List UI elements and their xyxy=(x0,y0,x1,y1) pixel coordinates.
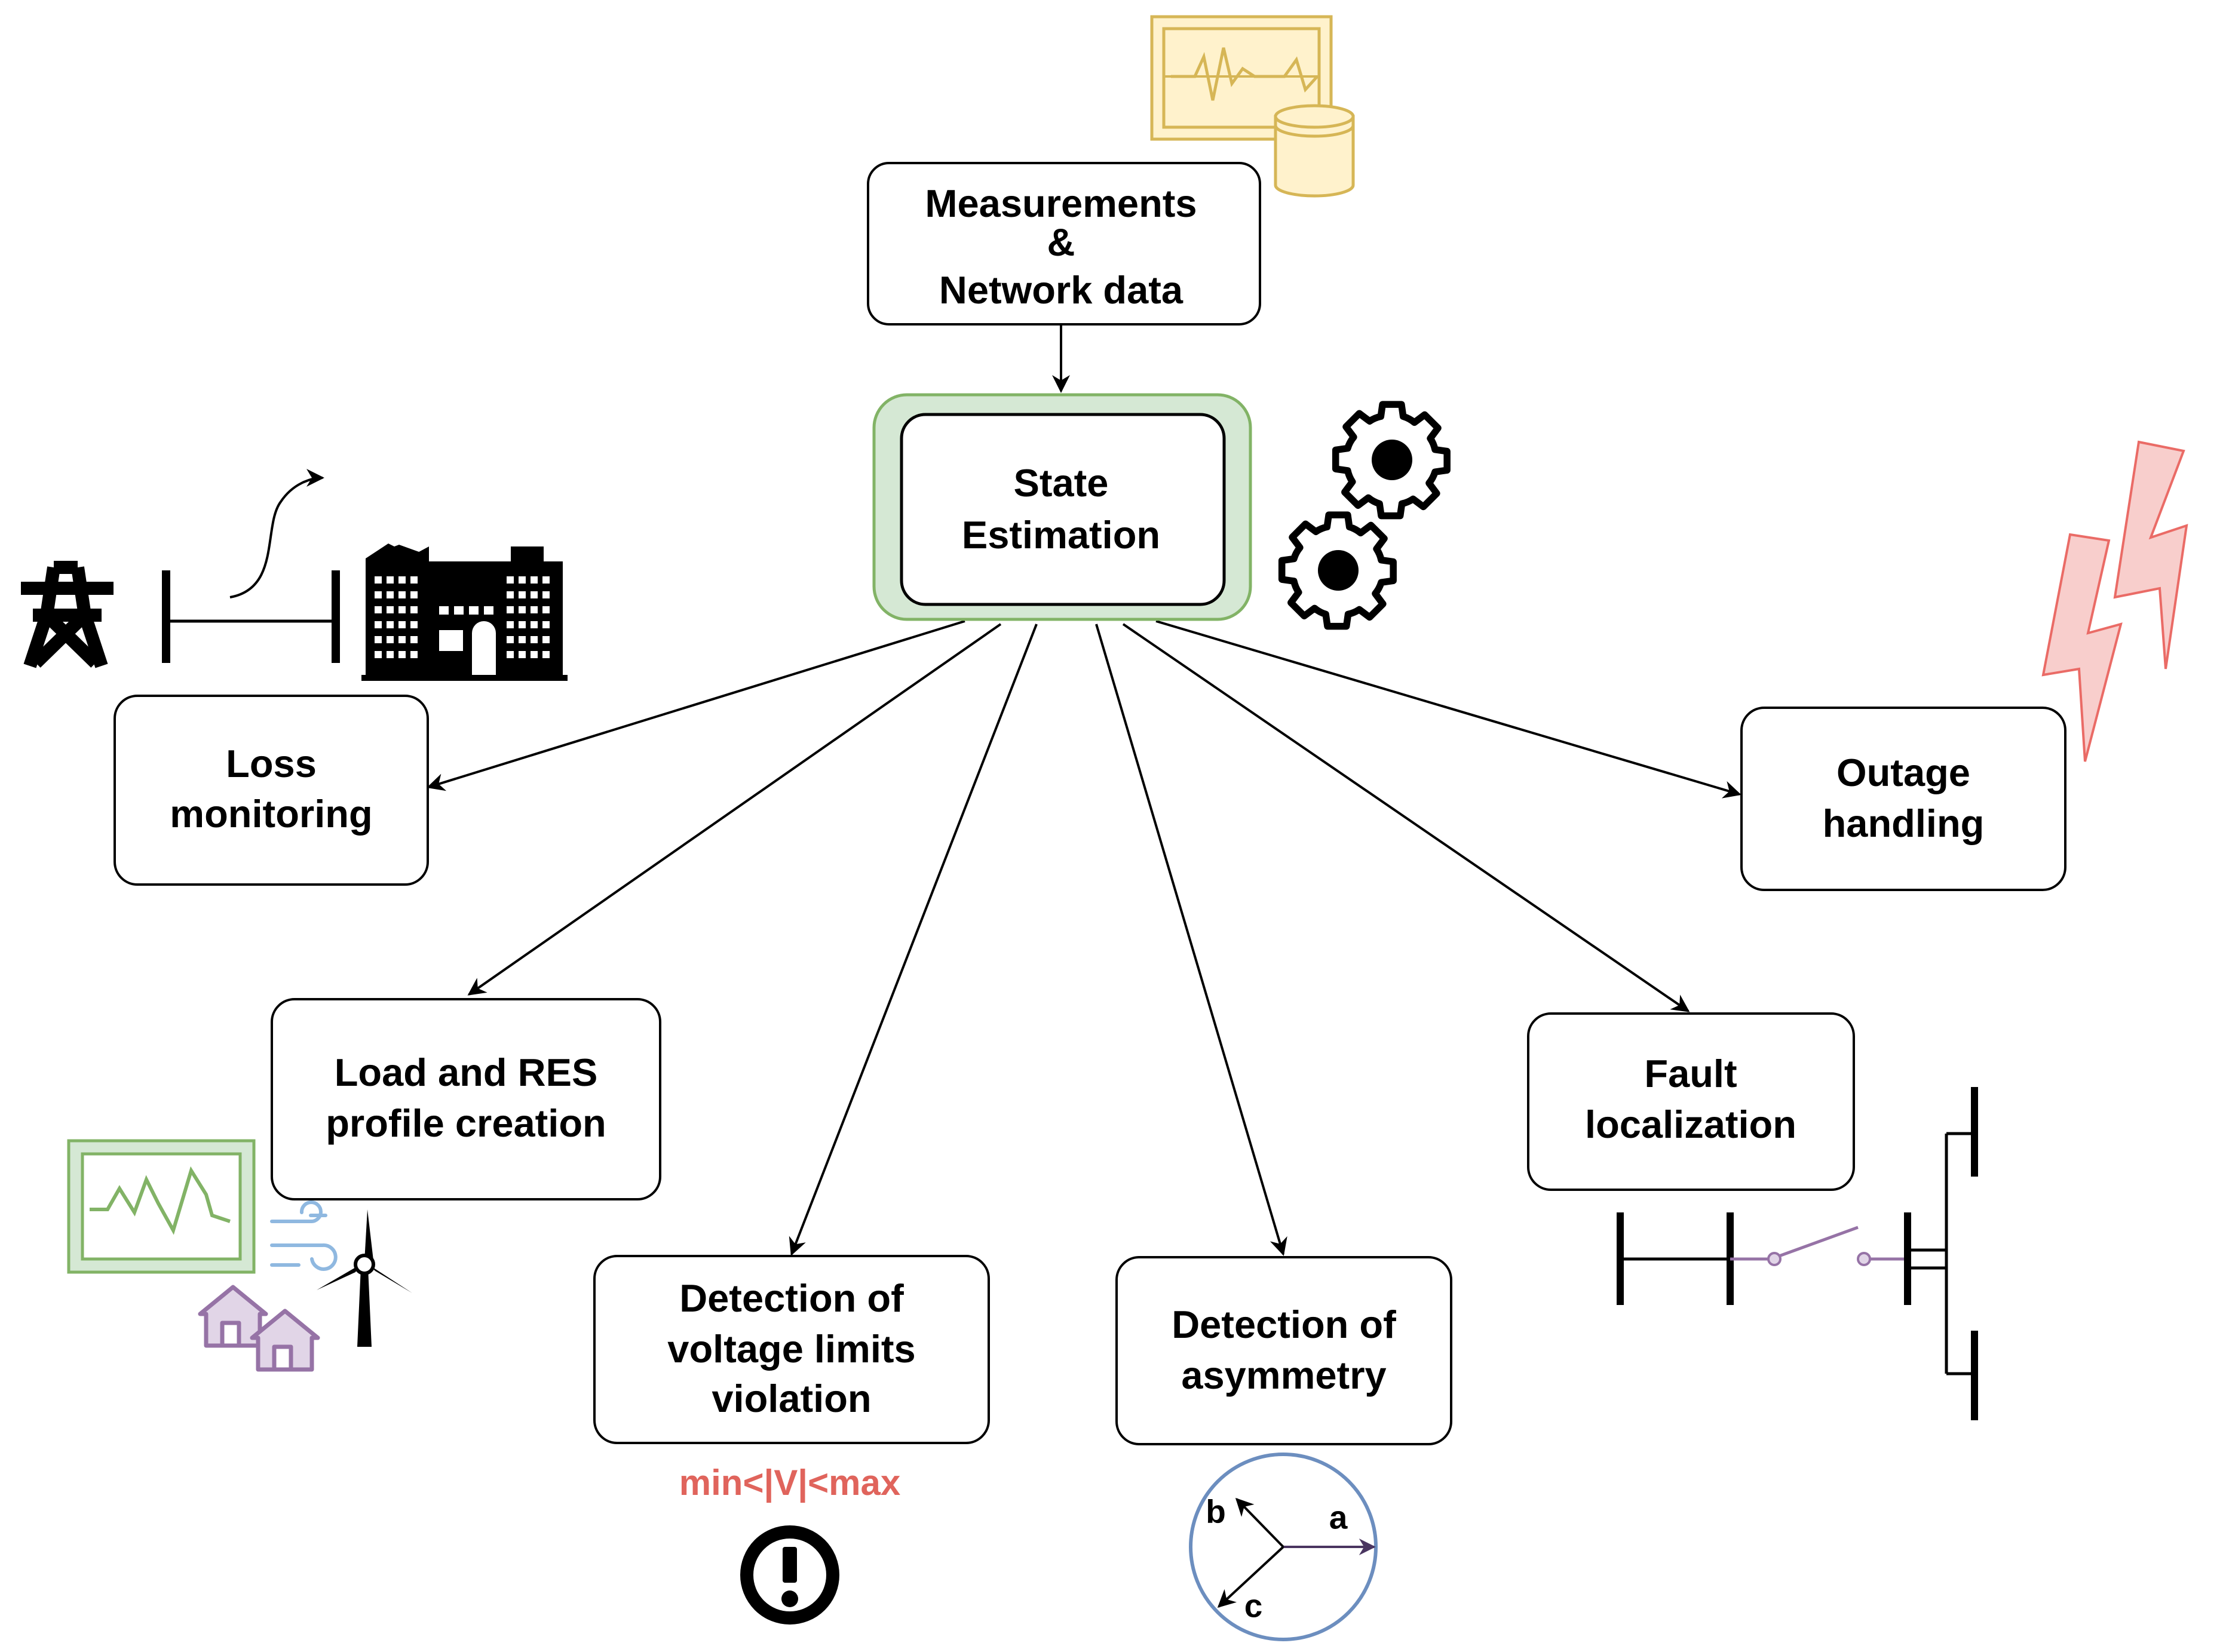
fault-localization-label-1: Fault xyxy=(1644,1052,1737,1095)
arrow-se-to-voltage xyxy=(789,624,1038,1256)
phasor-label-b: b xyxy=(1206,1493,1226,1530)
load-res-label-1: Load and RES xyxy=(335,1051,598,1094)
measurements-label-1: Measurements xyxy=(925,182,1197,225)
outage-handling-label-2: handling xyxy=(1823,802,1985,845)
factory-icon xyxy=(361,543,568,681)
outage-handling-box: Outage handling xyxy=(1740,707,2066,891)
arrow-se-to-load xyxy=(467,623,1002,996)
loss-monitoring-label-1: Loss xyxy=(226,742,317,785)
houses-icon xyxy=(198,1285,320,1372)
voltage-condition-label: min<|V|<max xyxy=(679,1463,900,1503)
voltage-violation-label-3: violation xyxy=(712,1377,871,1420)
asymmetry-label-1: Detection of xyxy=(1172,1303,1396,1346)
line-busbar-icon xyxy=(162,469,340,663)
warning-icon xyxy=(740,1525,839,1625)
loss-monitoring-box: Loss monitoring xyxy=(114,695,429,886)
connectors xyxy=(427,326,1741,1256)
asymmetry-box: Detection of asymmetry xyxy=(1115,1256,1452,1445)
monitor-database-icon xyxy=(1150,15,1355,198)
load-res-box: Load and RES profile creation xyxy=(271,998,661,1200)
phasor-label-a: a xyxy=(1329,1499,1348,1536)
arrow-se-to-outage xyxy=(1155,620,1741,799)
state-estimation-label-1: State xyxy=(1014,461,1109,505)
voltage-violation-box: Detection of voltage limits violation xyxy=(593,1255,990,1444)
measurements-label-2: & xyxy=(1047,220,1075,264)
measurements-label-3: Network data xyxy=(939,268,1183,312)
voltage-violation-label-2: voltage limits xyxy=(667,1327,915,1371)
load-res-label-2: profile creation xyxy=(326,1101,606,1145)
wind-turbine-icon xyxy=(317,1209,412,1347)
fault-localization-box: Fault localization xyxy=(1527,1012,1855,1191)
voltage-violation-label-1: Detection of xyxy=(679,1276,904,1320)
transmission-tower-icon xyxy=(21,561,114,668)
phasor-icon: a b c xyxy=(1189,1453,1378,1641)
fault-localization-label-2: localization xyxy=(1585,1103,1796,1146)
outage-handling-label-1: Outage xyxy=(1836,751,1970,794)
wind-icon xyxy=(270,1200,338,1271)
switch-busbar-icon xyxy=(1617,1087,1978,1420)
loss-monitoring-label-2: monitoring xyxy=(170,792,372,836)
gears-icon xyxy=(1282,404,1447,626)
load-monitor-icon xyxy=(67,1139,256,1274)
phasor-label-c: c xyxy=(1244,1587,1263,1624)
state-estimation-box: State Estimation xyxy=(872,393,1252,621)
arrow-se-to-fault xyxy=(1122,623,1690,1012)
state-estimation-label-2: Estimation xyxy=(962,513,1160,557)
arrow-se-to-asymmetry xyxy=(1095,624,1287,1256)
arrow-se-to-loss xyxy=(427,620,965,791)
lightning-icon xyxy=(2041,440,2188,762)
asymmetry-label-2: asymmetry xyxy=(1181,1353,1386,1397)
measurements-box: Measurements & Network data xyxy=(867,162,1261,326)
